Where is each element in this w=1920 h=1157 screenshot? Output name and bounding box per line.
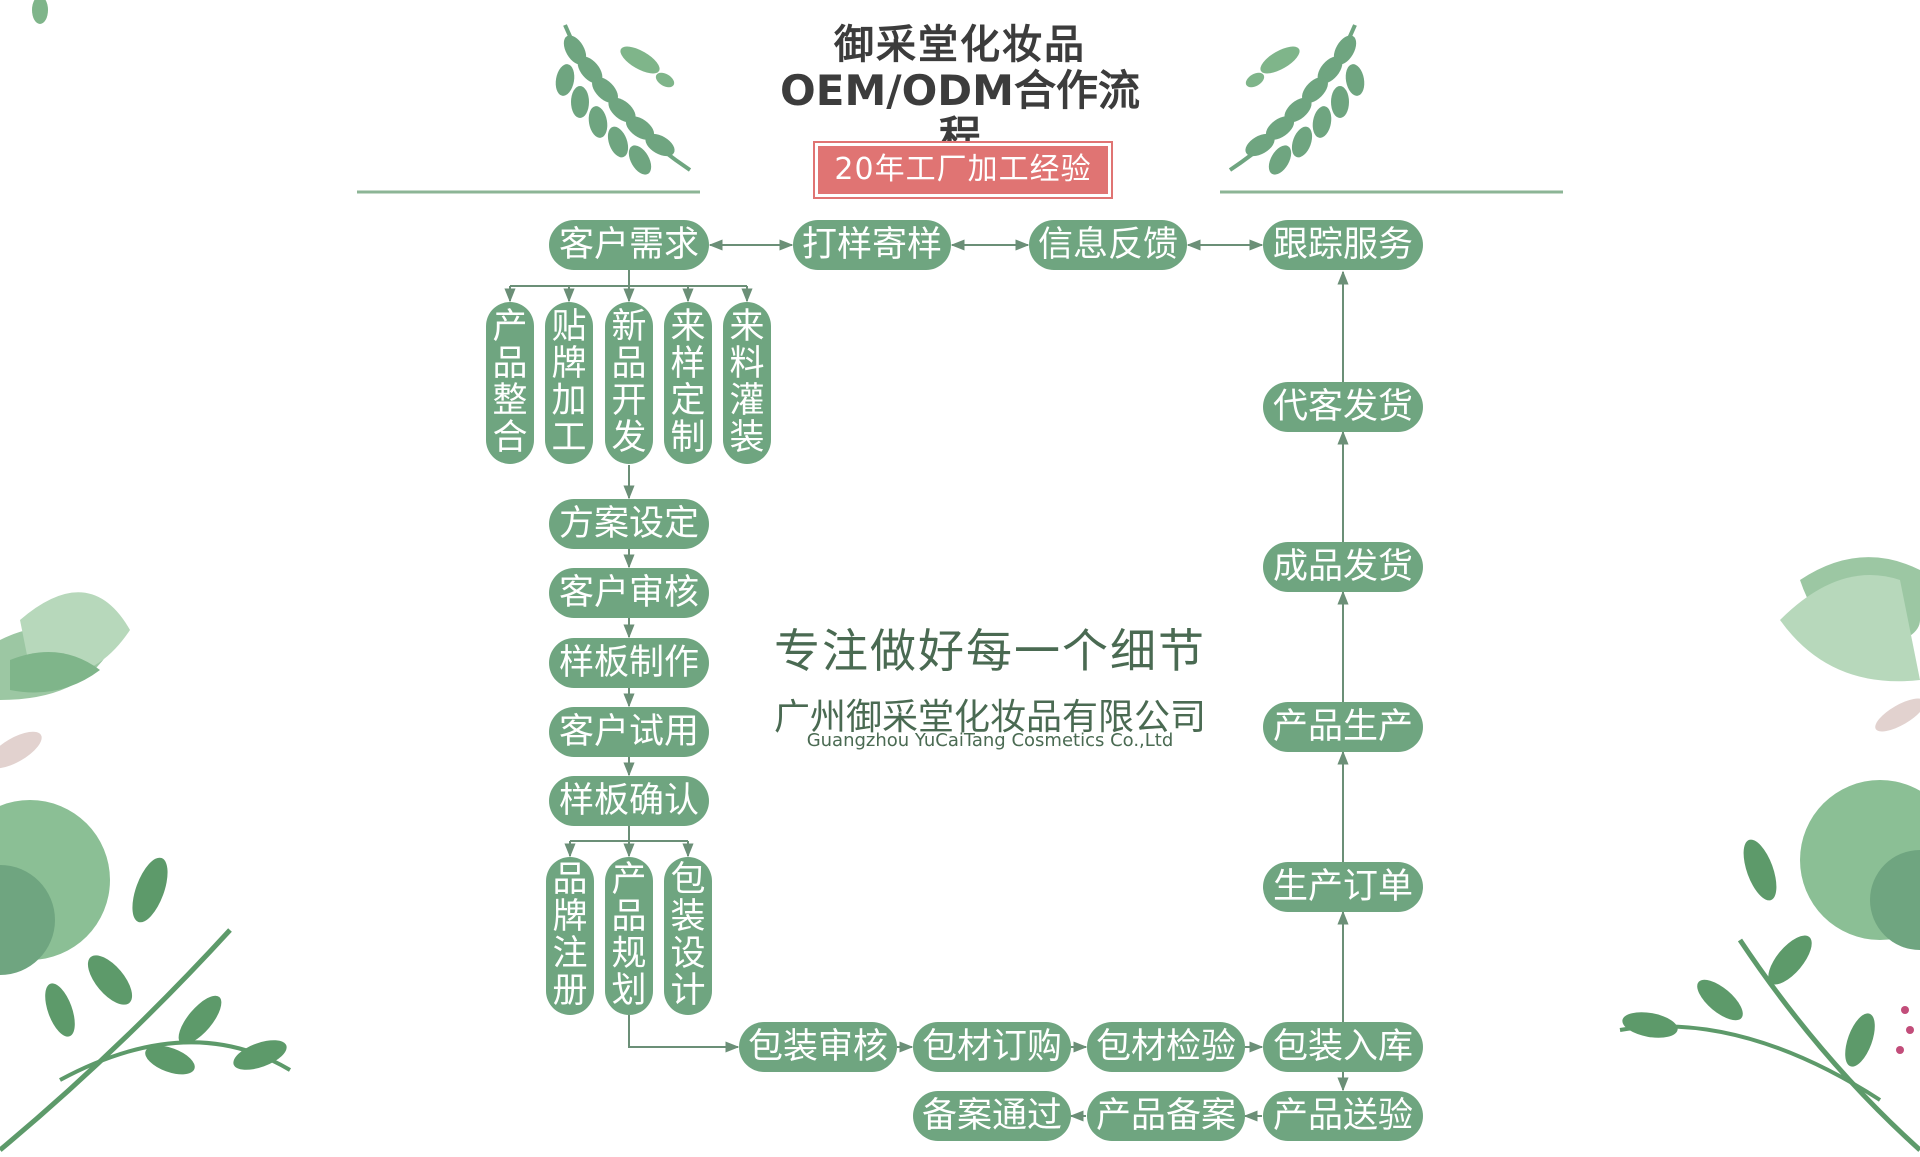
node-product-planning-label: 产品规划	[611, 860, 647, 1011]
diagram-title: 御采堂化妆品 OEM/ODM合作流程	[760, 22, 1160, 160]
node-material-inspection: 包材检验	[1087, 1022, 1245, 1072]
node-dropship: 代客发货	[1263, 382, 1423, 432]
node-oem-processing: 贴牌加工	[545, 302, 593, 464]
floral-decoration-right-icon	[1619, 557, 1920, 1152]
node-sample-making: 样板制作	[549, 638, 709, 688]
node-brand-registration-label: 品牌注册	[552, 860, 588, 1011]
node-packaging-review: 包装审核	[739, 1022, 897, 1072]
node-material-filling: 来料灌装	[723, 302, 771, 464]
node-custom-sample-label: 来样定制	[670, 307, 706, 458]
company-name-en: Guangzhou YuCaiTang Cosmetics Co.,Ltd	[806, 730, 1174, 751]
node-sample-confirm: 样板确认	[549, 776, 709, 826]
wheat-laurel-right-icon	[1228, 24, 1365, 175]
slogan: 专注做好每一个细节	[774, 624, 1206, 678]
node-product-integration-label: 产品整合	[492, 307, 528, 458]
title-line-1: 御采堂化妆品	[834, 22, 1086, 68]
node-plan-setting: 方案设定	[549, 499, 709, 549]
node-product-filing: 产品备案	[1087, 1091, 1245, 1141]
node-customer-review: 客户审核	[549, 568, 709, 618]
node-packaging-design-label: 包装设计	[670, 860, 706, 1011]
node-brand-registration: 品牌注册	[546, 857, 594, 1015]
floral-decoration-left-icon	[0, 0, 292, 1152]
node-new-product-dev: 新品开发	[605, 302, 653, 464]
wheat-laurel-left-icon	[555, 24, 692, 175]
node-oem-processing-label: 贴牌加工	[551, 307, 587, 458]
node-filing-approved: 备案通过	[913, 1091, 1071, 1141]
experience-badge: 20年工厂加工经验	[813, 141, 1113, 199]
company-name-cn: 广州御采堂化妆品有限公司	[773, 697, 1206, 738]
node-product-planning: 产品规划	[605, 857, 653, 1015]
node-customer-demand: 客户需求	[549, 220, 709, 270]
node-production-order: 生产订单	[1263, 862, 1423, 912]
node-packaging-storage: 包装入库	[1263, 1022, 1423, 1072]
node-material-order: 包材订购	[913, 1022, 1071, 1072]
node-sample-shipping: 打样寄样	[793, 220, 951, 270]
node-product-integration: 产品整合	[486, 302, 534, 464]
node-production: 产品生产	[1263, 702, 1423, 752]
node-material-filling-label: 来料灌装	[729, 307, 765, 458]
node-product-inspection: 产品送验	[1263, 1091, 1423, 1141]
node-new-product-dev-label: 新品开发	[611, 307, 647, 458]
node-goods-shipping: 成品发货	[1263, 542, 1423, 592]
node-custom-sample: 来样定制	[664, 302, 712, 464]
node-tracking-service: 跟踪服务	[1263, 220, 1423, 270]
node-feedback: 信息反馈	[1029, 220, 1187, 270]
node-packaging-design: 包装设计	[664, 857, 712, 1015]
node-customer-trial: 客户试用	[549, 707, 709, 757]
